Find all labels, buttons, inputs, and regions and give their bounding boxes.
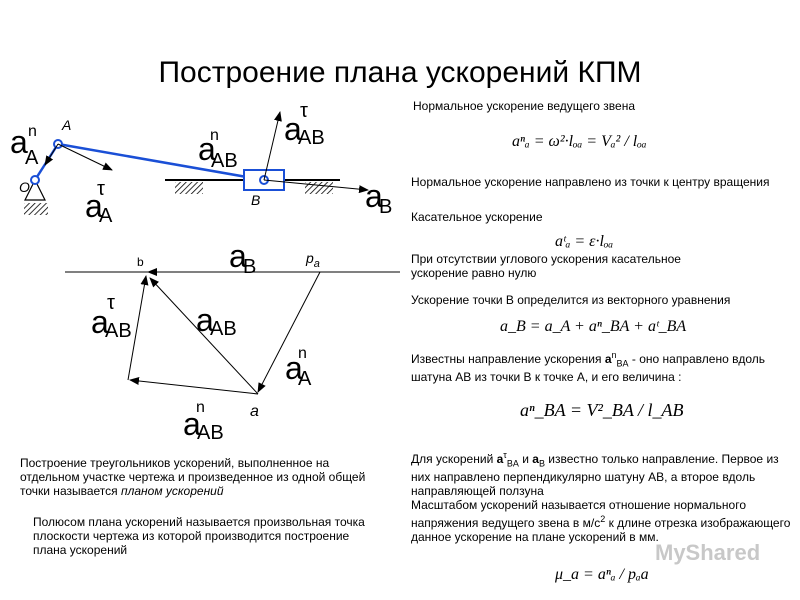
sub-a-tau-a: A [99, 205, 113, 227]
sup-n-ab: n [210, 127, 219, 144]
sym-a-n-a: a [10, 124, 28, 160]
text-known-only-direction: Для ускорений aτBA и aB известно только … [411, 450, 779, 499]
formula-tangential-a: aᵗₐ = ε·lₒₐ [555, 233, 614, 250]
plan-point-a: a [250, 403, 259, 420]
sym-a-b: a [365, 178, 383, 214]
text-tangential-accel: Касательное ускорение [411, 210, 543, 224]
plan-point-pa: pa [306, 250, 320, 270]
sym-a-n-ab: a [198, 131, 216, 167]
label-point-b: B [251, 192, 261, 208]
sub-a-n-a: A [25, 147, 39, 169]
formula-normal-a: aⁿₐ = ω²·lₒₐ = Vₐ² / lₒₐ [512, 133, 647, 150]
sym-a-tau-a: a [85, 188, 103, 224]
sup-tau-a: τ [97, 178, 105, 200]
plan-sup-n-ab: n [196, 399, 205, 416]
sub-a-n-ab: AB [211, 150, 238, 172]
plan-sub-a-n-ab: AB [197, 422, 224, 444]
watermark-logo: MyShared [655, 540, 761, 565]
formula-scale: μ_a = aⁿₐ / pₐa [555, 566, 649, 583]
plan-sym-a-n-ab: a [183, 406, 201, 442]
label-point-o: O [19, 179, 30, 195]
plan-definition-text: Построение треугольников ускорений, выпо… [20, 456, 366, 498]
text-normal-accel-leading: Нормальное ускорение ведущего звена [413, 99, 636, 113]
sub-a-b: B [379, 196, 393, 218]
text-normal-accel-direction: Нормальное ускорение направлено из точки… [411, 175, 770, 189]
ground-support-o [24, 178, 48, 215]
plan-sup-n-a: n [298, 345, 307, 362]
plan-sup-tau-ab: τ [107, 292, 115, 314]
plan-sub-a-n-a: A [298, 368, 312, 390]
sup-tau-ab: τ [300, 100, 308, 122]
formula-vector-eq: a_B = a_A + aⁿ_BA + aᵗ_BA [500, 318, 687, 335]
page-title: Построение плана ускорений КПМ [158, 56, 642, 89]
plan-sub-a-tau-ab: AB [105, 320, 132, 342]
plan-sub-a-ab: AB [210, 318, 237, 340]
sym-a-tau-ab: a [284, 111, 302, 147]
plan-point-b: b [137, 255, 144, 269]
formula-normal-ba: aⁿ_BA = V²_BA / l_AB [520, 400, 684, 420]
pole-definition-text: Полюсом плана ускорений называется произ… [33, 515, 365, 557]
text-known-direction: Известны направление ускорения anBA - он… [411, 350, 765, 385]
sup-n-a: n [28, 123, 37, 140]
plan-sym-a-tau-ab: a [91, 304, 109, 340]
text-no-angular-accel: При отсутствии углового ускорения касате… [411, 252, 681, 280]
sub-a-tau-ab: AB [298, 127, 325, 149]
plan-sub-a-b: B [243, 256, 257, 278]
plan-sym-a-n-a: a [285, 350, 303, 386]
label-point-a: A [62, 117, 72, 133]
connecting-rod-ab [57, 142, 265, 182]
plan-sym-a-b: a [229, 238, 247, 274]
joint-o [30, 175, 40, 185]
text-accel-scale: Масштабом ускорений называется отношение… [411, 498, 791, 544]
plan-sym-a-ab: a [196, 302, 214, 338]
text-point-b-accel: Ускорение точки В определится из векторн… [411, 293, 731, 307]
